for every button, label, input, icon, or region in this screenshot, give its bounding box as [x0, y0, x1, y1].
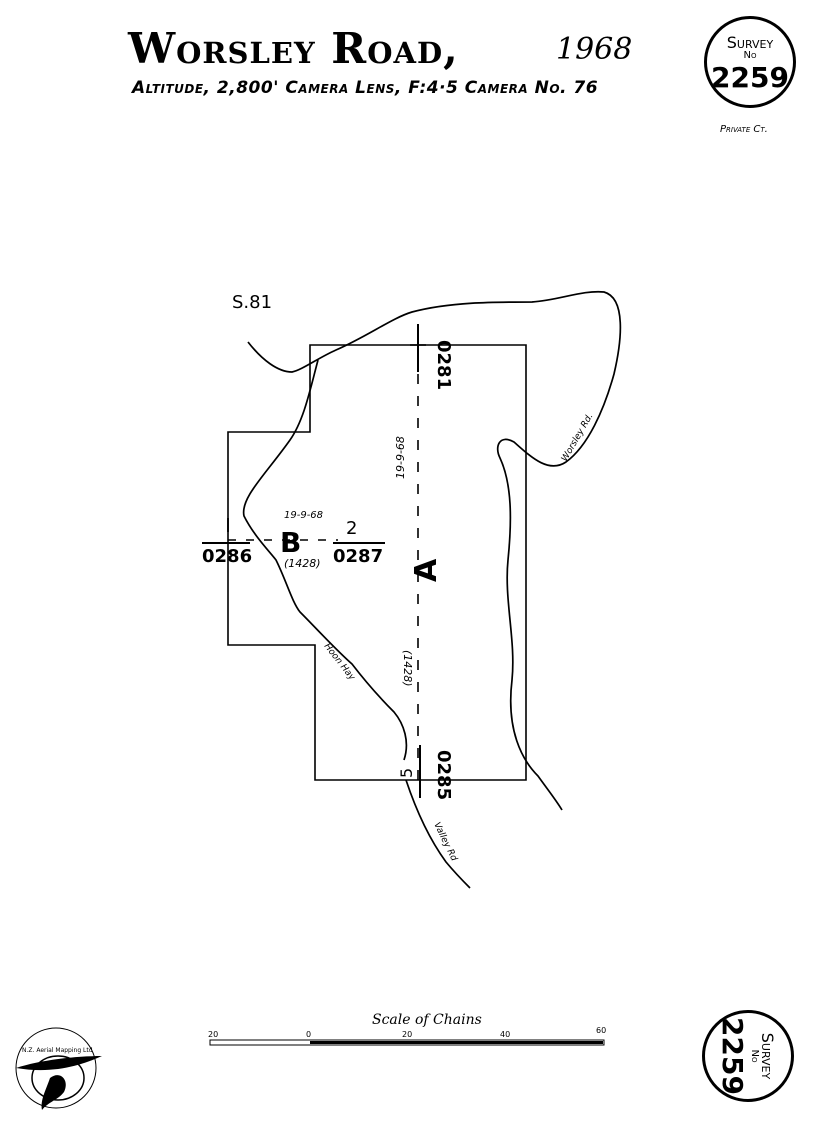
run-a-date-group: 19-9-68: [394, 436, 407, 479]
scale-bar-fill: [310, 1041, 603, 1044]
map-subtitle: Altitude, 2,800' Camera Lens, F:4·5 Came…: [132, 78, 599, 98]
logo-text: N.Z. Aerial Mapping Ltd: [22, 1047, 93, 1054]
photo-0285-group: 0285: [433, 750, 454, 800]
hoon-hay-label: Hoon Hay: [322, 642, 357, 683]
survey-ref-label: S.81: [232, 292, 272, 313]
badge-number: 2259: [711, 61, 789, 94]
run-a-date: 19-9-68: [394, 436, 407, 479]
run-b-letter: B: [280, 526, 301, 559]
run-2-label: 2: [346, 518, 357, 539]
photo-0285-label: 0285: [433, 750, 454, 800]
scale-tick-label: 20: [402, 1030, 412, 1039]
photo-0281-label-group: 0281: [433, 340, 454, 390]
run-a-film: (1428): [401, 650, 414, 687]
valley-road-label-group: Valley Rd: [431, 821, 458, 863]
photo-0286-label: 0286: [202, 546, 252, 567]
hoon-hay-road: [242, 359, 408, 761]
survey-number-badge: Survey No 2259: [704, 16, 796, 108]
worsley-road-label-group: Worsley Rd.: [560, 412, 596, 464]
badge-no-label: No: [749, 1049, 760, 1063]
map-year: 1968: [556, 32, 633, 67]
badge-survey-label: Survey: [758, 1032, 777, 1080]
logo-wing: [16, 1056, 102, 1071]
coverage-boundary: [227, 344, 527, 781]
photo-0281-label: 0281: [433, 340, 454, 390]
aerial-mapping-logo: N.Z. Aerial Mapping Ltd: [15, 1027, 102, 1110]
worsley-road: [247, 290, 622, 811]
run-b-film: (1428): [284, 557, 321, 570]
scale-tick-label: 40: [500, 1030, 510, 1039]
map-title: Worsley Road,: [128, 24, 459, 73]
run-5-group: 5: [397, 768, 416, 778]
run-b-date: 19-9-68: [284, 510, 323, 521]
badge-number: 2259: [716, 1017, 749, 1095]
badge-no-label: No: [743, 50, 757, 61]
scale-title: Scale of Chains: [372, 1012, 482, 1028]
photo-0287-label: 0287: [333, 546, 383, 567]
badge-survey-label: Survey: [726, 33, 774, 52]
scale-tick-label: 20: [208, 1030, 218, 1039]
scale-bar: 20 0 20 40 60: [208, 1026, 606, 1046]
run-a-letter: A: [409, 558, 444, 582]
private-note: Private Ct.: [720, 124, 768, 135]
run-a-film-group: (1428): [401, 650, 414, 687]
survey-number-badge-bottom: Survey No 2259: [702, 1010, 794, 1102]
worsley-road-label: Worsley Rd.: [560, 412, 596, 464]
scale-tick-label: 60: [596, 1026, 606, 1035]
run-a-letter-group: A: [409, 558, 444, 582]
valley-road: [405, 779, 471, 889]
valley-road-label: Valley Rd: [431, 821, 458, 863]
run-5-label: 5: [397, 768, 416, 778]
scale-tick-label: 0: [306, 1030, 311, 1039]
logo-nz-map: [41, 1075, 66, 1110]
hoon-hay-label-group: Hoon Hay: [322, 642, 357, 683]
